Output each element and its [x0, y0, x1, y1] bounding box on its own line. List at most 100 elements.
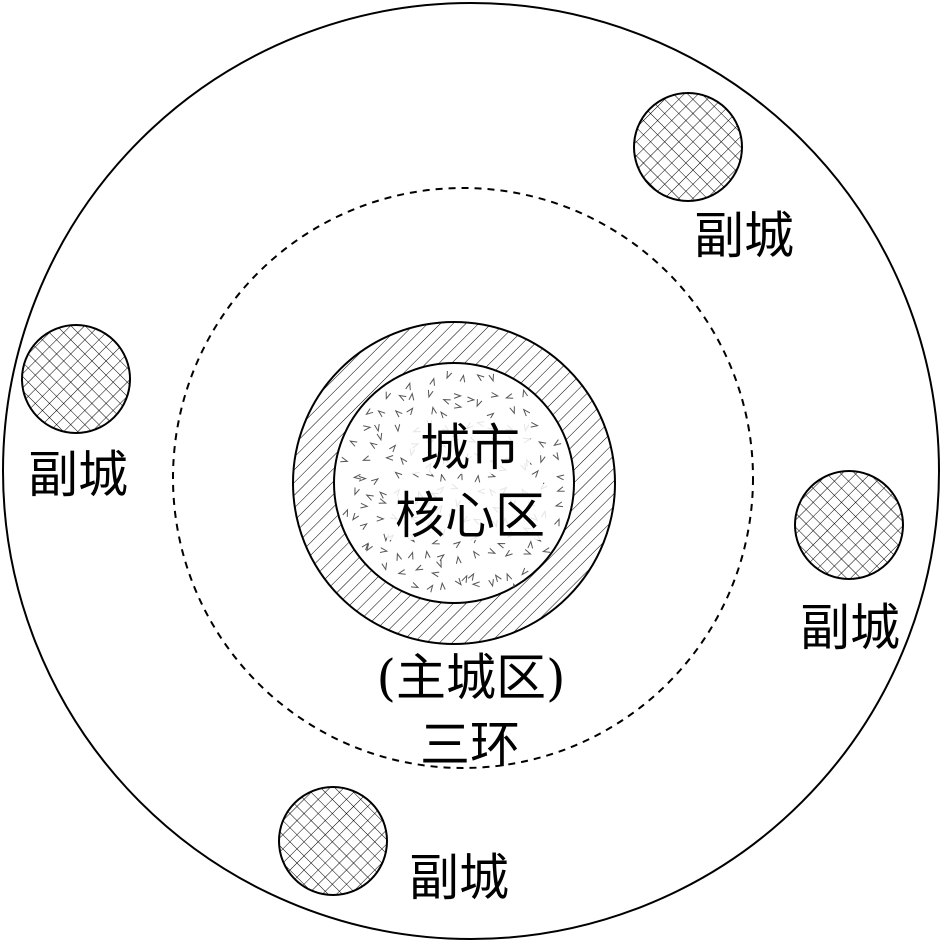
core-texture-mark — [455, 555, 462, 564]
core-texture-mark — [436, 554, 445, 562]
core-texture-mark — [553, 439, 562, 447]
core-texture-mark — [504, 549, 513, 557]
core-texture-mark — [398, 394, 407, 402]
core-texture-mark — [522, 388, 529, 398]
core-texture-mark — [365, 408, 374, 416]
core-texture-mark — [394, 424, 401, 433]
city-core-circle — [333, 362, 575, 604]
core-texture-mark — [361, 542, 369, 551]
core-texture-mark — [354, 487, 360, 496]
core-label-line2: 核心区 — [395, 487, 545, 545]
core-texture-mark — [379, 491, 387, 499]
core-texture-mark — [440, 473, 446, 482]
core-texture-mark — [352, 473, 362, 480]
core-texture-mark — [454, 577, 462, 586]
core-texture-mark — [358, 475, 367, 482]
core-texture-mark — [397, 569, 406, 575]
core-texture-mark — [352, 512, 360, 521]
core-texture-mark — [555, 474, 565, 481]
core-texture-mark — [348, 440, 358, 447]
core-texture-mark — [407, 551, 414, 560]
core-texture-mark — [488, 579, 494, 588]
core-texture-mark — [541, 547, 551, 553]
core-texture-mark — [359, 523, 368, 530]
core-texture-mark — [429, 377, 435, 386]
core-texture-mark — [537, 441, 547, 448]
core-texture-mark — [394, 409, 403, 418]
core-texture-mark — [521, 567, 529, 576]
core-texture-mark — [381, 562, 388, 571]
satellite-label-bottom: 副城 — [409, 849, 509, 907]
core-texture-mark — [374, 424, 380, 433]
core-texture-mark — [424, 550, 431, 559]
core-texture-mark — [523, 549, 532, 555]
core-texture-mark — [476, 399, 483, 408]
core-texture-mark — [531, 469, 539, 478]
core-texture-mark — [504, 393, 514, 399]
core-texture-mark — [408, 392, 415, 401]
satellite-city-top-right — [633, 92, 743, 202]
core-texture-mark — [385, 391, 392, 400]
core-texture-mark — [530, 421, 539, 428]
core-texture-mark — [506, 572, 513, 582]
satellite-label-right: 副城 — [800, 599, 900, 657]
satellite-label-left: 副城 — [28, 446, 128, 504]
core-texture-mark — [340, 456, 349, 463]
core-texture-mark — [376, 432, 383, 442]
core-texture-mark — [430, 571, 440, 578]
core-texture-mark — [440, 411, 448, 420]
core-texture-mark — [396, 552, 402, 561]
core-texture-mark — [540, 455, 546, 464]
core-texture-mark — [342, 508, 349, 517]
core-texture-mark — [459, 373, 466, 383]
core-texture-mark — [476, 374, 485, 382]
core-texture-mark — [496, 542, 506, 549]
core-texture-mark — [363, 425, 372, 432]
core-texture-mark — [453, 393, 463, 399]
core-texture-mark — [488, 373, 494, 383]
core-texture-mark — [554, 517, 560, 527]
core-texture-mark — [360, 502, 369, 509]
core-texture-mark — [361, 455, 371, 461]
satellite-city-right — [794, 470, 904, 580]
core-texture-mark — [370, 478, 380, 485]
core-texture-mark — [400, 456, 408, 465]
core-texture-mark — [431, 405, 437, 415]
core-texture-mark — [556, 486, 565, 492]
core-texture-mark — [471, 581, 480, 588]
satellite-label-top-right: 副城 — [694, 207, 794, 265]
core-texture-mark — [440, 581, 446, 591]
core-texture-mark — [378, 498, 388, 504]
core-texture-mark — [442, 399, 451, 405]
core-texture-mark — [454, 402, 463, 409]
core-texture-mark — [472, 550, 480, 559]
core-texture-mark — [522, 408, 531, 417]
core-texture-mark — [486, 412, 495, 420]
core-texture-mark — [467, 396, 476, 403]
core-texture-mark — [369, 442, 378, 449]
core-label-line1: 城市 — [420, 419, 520, 477]
core-texture-mark — [554, 501, 564, 508]
core-texture-mark — [366, 543, 373, 552]
core-texture-mark — [461, 574, 468, 583]
third-ring-label: 三环 — [420, 716, 520, 774]
core-texture-mark — [405, 381, 411, 391]
core-texture-mark — [453, 541, 462, 549]
core-texture-mark — [436, 559, 442, 569]
core-texture-mark — [427, 389, 434, 399]
core-texture-mark — [379, 547, 389, 553]
third-ring-dashed-circle — [172, 187, 754, 769]
core-texture-mark — [414, 564, 424, 571]
core-texture-mark — [494, 573, 502, 583]
core-texture-mark — [509, 406, 515, 415]
core-texture-mark — [446, 370, 453, 380]
core-texture-mark — [410, 582, 420, 589]
satellite-city-left — [21, 324, 131, 434]
core-texture-mark — [487, 548, 497, 554]
core-texture-mark — [527, 540, 534, 549]
core-texture-mark — [376, 515, 385, 522]
core-texture-mark — [426, 584, 434, 593]
core-texture-mark — [474, 474, 481, 483]
core-texture-mark — [377, 409, 386, 418]
